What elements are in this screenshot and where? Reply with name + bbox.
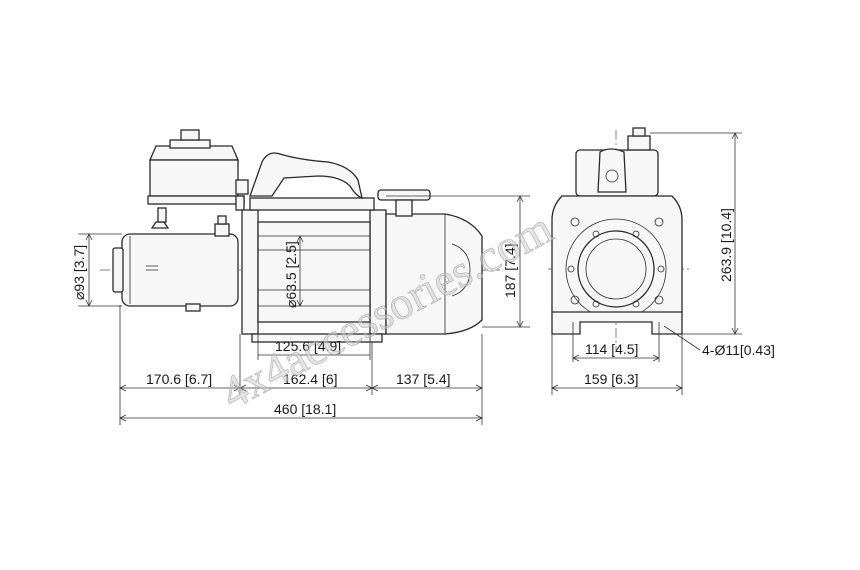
mount-hole-leader [663,325,701,351]
drum-diameter-label: ⌀63.5 [2.5] [283,241,299,308]
center-length-label: 162.4 [6] [283,371,338,387]
gearbox [377,189,483,335]
motor [112,215,239,312]
drum [241,197,387,343]
bolt-spacing-label: 114 [4.5] [585,341,638,357]
base-width-label: 159 [6.3] [584,371,639,387]
side-extension-lines [78,195,530,425]
front-height-label: 263.9 [10.4] [718,208,734,282]
control-box [147,129,249,223]
motor-diameter-label: ⌀93 [3.7] [71,245,87,300]
front-dimension-lines [551,132,739,392]
side-view: ⌀93 [3.7] ⌀63.5 [2.5] 187 [7.4] 125.6 [4… [71,129,530,425]
motor-length-label: 170.6 [6.7] [146,371,212,387]
front-control-box [575,127,659,197]
overall-length-label: 460 [18.1] [274,401,336,417]
side-height-label: 187 [7.4] [502,244,518,299]
side-dimension-lines [85,195,524,422]
front-extension-lines [551,132,742,395]
gearbox-length-label: 137 [5.4] [396,371,451,387]
clutch-handle [249,152,363,199]
mount-holes-label: 4-Ø11[0.43] [702,342,775,358]
front-view: 263.9 [10.4] 114 [4.5] 159 [6.3] 4-Ø11[0… [548,127,775,395]
front-housing [551,195,683,335]
drum-length-label: 125.6 [4.9] [275,338,341,354]
